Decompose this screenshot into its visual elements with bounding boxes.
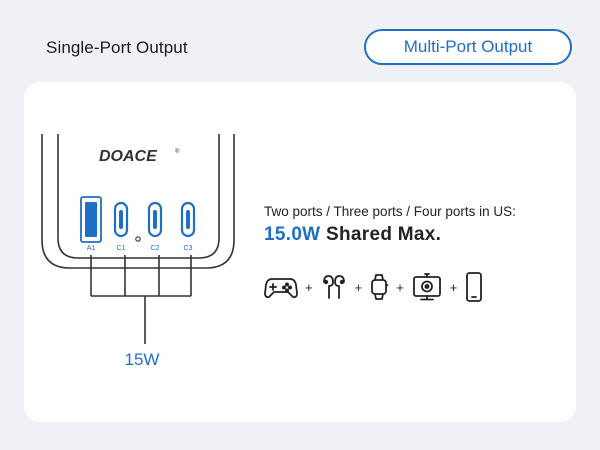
- brand-logo: DOACE: [99, 148, 158, 165]
- plus-separator: +: [305, 279, 313, 295]
- game-controller-icon: [264, 272, 298, 302]
- tab-multi-port-output[interactable]: Multi-Port Output: [364, 29, 572, 65]
- earbuds-icon: [320, 272, 348, 302]
- indicator-light: [135, 236, 141, 242]
- port-c1-tongue: [119, 210, 123, 229]
- shared-max-watt: 15.0W: [264, 224, 321, 245]
- port-c3-tongue: [186, 210, 190, 229]
- port-label-c2: C2: [151, 245, 160, 252]
- plus-separator: +: [354, 279, 363, 295]
- port-combination-label: Two ports / Three ports / Four ports in …: [264, 204, 516, 219]
- plus-separator: +: [449, 279, 458, 295]
- plus-separator: +: [396, 279, 404, 295]
- shared-max-output: 15.0W Shared Max.: [264, 224, 441, 246]
- device-icons-row: + + +: [264, 270, 484, 304]
- webcam-icon: [411, 271, 443, 303]
- output-wattage: 15W: [125, 350, 160, 369]
- smartphone-icon: [464, 271, 484, 303]
- port-a1-inner: [85, 202, 97, 237]
- port-label-a1: A1: [87, 245, 96, 252]
- charger-diagram: DOACE ® A1 C1 C2 C3 15W: [41, 134, 235, 369]
- port-bracket: [90, 255, 192, 344]
- charger-inner-outline: [57, 134, 220, 259]
- smartwatch-icon: [369, 272, 389, 302]
- content-card: DOACE ® A1 C1 C2 C3 15W Two ports / T: [24, 82, 576, 422]
- brand-trademark: ®: [175, 148, 180, 155]
- port-c2-tongue: [153, 210, 157, 229]
- charger-outer-outline: [41, 134, 235, 269]
- port-label-c1: C1: [117, 245, 126, 252]
- shared-max-label: Shared Max.: [326, 224, 442, 245]
- port-label-c3: C3: [184, 245, 193, 252]
- tab-single-port-output[interactable]: Single-Port Output: [46, 38, 188, 57]
